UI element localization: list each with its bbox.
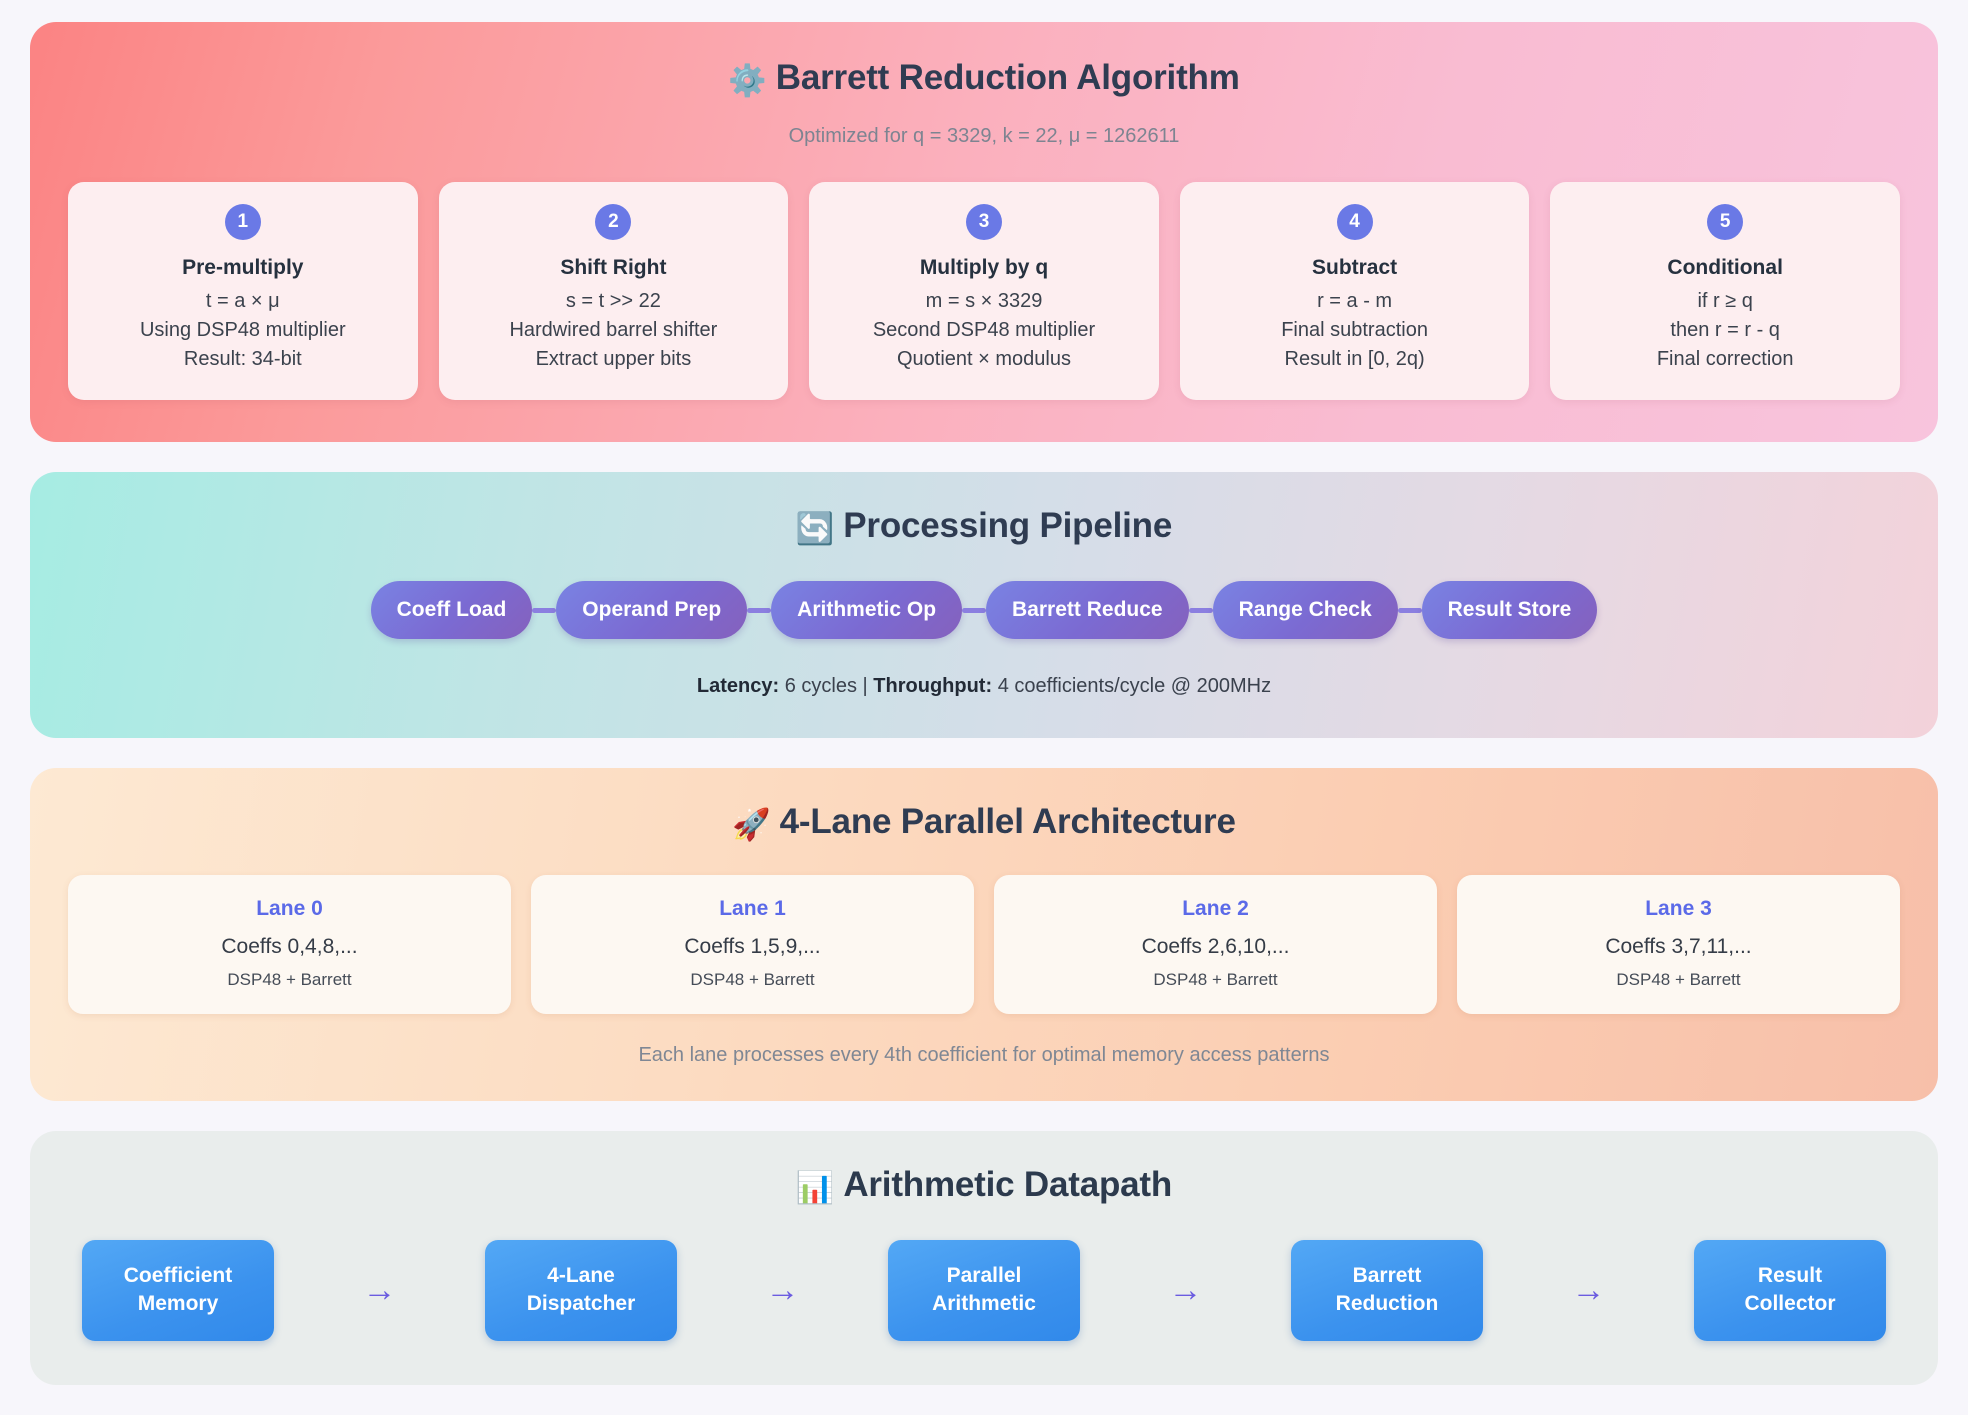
lane-impl: DSP48 + Barrett <box>227 970 352 989</box>
step-formula: t = a × μ <box>205 290 280 312</box>
datapath-block-coefficient-memory[interactable]: Coefficient Memory <box>82 1240 274 1341</box>
lane-coeffs: Coeffs 0,4,8,... <box>221 935 358 958</box>
lane-name: Lane 3 <box>1645 897 1712 920</box>
step-formula: s = t >> 22 <box>565 290 661 312</box>
step-note: Extract upper bits <box>535 348 692 370</box>
lane-footer-note: Each lane processes every 4th coefficien… <box>638 1044 1330 1066</box>
arithmetic-datapath-section: 📊Arithmetic Datapath Coefficient Memory … <box>30 1131 1938 1385</box>
lane-impl: DSP48 + Barrett <box>1616 970 1741 989</box>
pipeline-stats: Latency: 6 cycles | Throughput: 4 coeffi… <box>68 675 1900 698</box>
step-number-badge: 4 <box>1336 204 1373 240</box>
pipeline-section-title: 🔄Processing Pipeline <box>68 506 1900 547</box>
arrow-right-icon: → <box>362 1271 397 1310</box>
step-name: Subtract <box>1311 256 1398 279</box>
step-detail: Using DSP48 multiplier <box>139 319 346 341</box>
datapath-block-4-lane-dispatcher[interactable]: 4-Lane Dispatcher <box>485 1240 677 1341</box>
pipeline-stage-result-store[interactable]: Result Store <box>1421 581 1598 639</box>
lane-impl: DSP48 + Barrett <box>690 970 815 989</box>
lane-card-1[interactable]: Lane 1 Coeffs 1,5,9,... DSP48 + Barrett <box>531 875 974 1014</box>
pipeline-stage-coeff-load[interactable]: Coeff Load <box>370 581 533 639</box>
lane-card-2[interactable]: Lane 2 Coeffs 2,6,10,... DSP48 + Barrett <box>994 875 1437 1014</box>
gear-icon: ⚙️ <box>728 63 767 98</box>
step-detail: Second DSP48 multiplier <box>872 319 1096 341</box>
lanes-section-title: 🚀4-Lane Parallel Architecture <box>68 802 1900 843</box>
lane-name: Lane 1 <box>719 897 786 920</box>
step-number-badge: 5 <box>1707 204 1744 240</box>
pipeline-stage-row: Coeff Load Operand Prep Arithmetic Op Ba… <box>68 581 1900 639</box>
datapath-section-title: 📊Arithmetic Datapath <box>68 1165 1900 1206</box>
step-formula: m = s × 3329 <box>925 290 1043 312</box>
step-card-1[interactable]: 1 Pre-multiply t = a × μ Using DSP48 mul… <box>68 182 418 400</box>
processing-pipeline-section: 🔄Processing Pipeline Coeff Load Operand … <box>30 472 1938 738</box>
stats-separator: | <box>862 675 868 697</box>
step-name: Multiply by q <box>919 256 1049 279</box>
datapath-block-row: Coefficient Memory → 4-Lane Dispatcher →… <box>68 1240 1900 1341</box>
rocket-icon: 🚀 <box>732 807 771 842</box>
datapath-block-parallel-arithmetic[interactable]: Parallel Arithmetic <box>888 1240 1080 1341</box>
pipeline-connector-icon <box>1188 607 1213 613</box>
step-detail: Hardwired barrel shifter <box>509 319 718 341</box>
step-number-badge: 2 <box>595 204 632 240</box>
step-formula: r = a - m <box>1317 290 1393 312</box>
pipeline-connector-icon <box>747 607 772 613</box>
step-formula: if r ≥ q <box>1697 290 1753 312</box>
step-card-5[interactable]: 5 Conditional if r ≥ q then r = r - q Fi… <box>1550 182 1900 400</box>
step-number-badge: 1 <box>224 204 261 240</box>
barrett-title-text: Barrett Reduction Algorithm <box>775 58 1240 97</box>
pipeline-connector-icon <box>1397 607 1422 613</box>
datapath-title-text: Arithmetic Datapath <box>843 1165 1173 1204</box>
step-card-2[interactable]: 2 Shift Right s = t >> 22 Hardwired barr… <box>438 182 789 400</box>
step-card-4[interactable]: 4 Subtract r = a - m Final subtraction R… <box>1179 182 1530 400</box>
step-note: Result in [0, 2q) <box>1284 348 1425 370</box>
step-name: Shift Right <box>560 256 667 279</box>
pipeline-stage-arithmetic-op[interactable]: Arithmetic Op <box>771 581 963 639</box>
step-name: Conditional <box>1667 256 1783 279</box>
lane-coeffs: Coeffs 2,6,10,... <box>1141 935 1290 958</box>
step-name: Pre-multiply <box>182 256 304 279</box>
arrow-right-icon: → <box>1168 1271 1203 1310</box>
barrett-steps-row: 1 Pre-multiply t = a × μ Using DSP48 mul… <box>68 182 1900 400</box>
barrett-subtitle: Optimized for q = 3329, k = 22, μ = 1262… <box>788 125 1180 147</box>
barrett-section-title: ⚙️Barrett Reduction Algorithm <box>68 58 1900 99</box>
datapath-block-result-collector[interactable]: Result Collector <box>1694 1240 1886 1341</box>
throughput-value: 4 coefficients/cycle @ 200MHz <box>992 675 1272 697</box>
lane-coeffs: Coeffs 1,5,9,... <box>684 935 821 958</box>
step-detail: then r = r - q <box>1670 319 1780 341</box>
pipeline-stage-range-check[interactable]: Range Check <box>1212 581 1398 639</box>
latency-value: 6 cycles <box>779 675 863 697</box>
lane-cards-row: Lane 0 Coeffs 0,4,8,... DSP48 + Barrett … <box>68 875 1900 1014</box>
barrett-reduction-section: ⚙️Barrett Reduction Algorithm Optimized … <box>30 22 1938 442</box>
pipeline-stage-operand-prep[interactable]: Operand Prep <box>556 581 748 639</box>
pipeline-stage-barrett-reduce[interactable]: Barrett Reduce <box>986 581 1189 639</box>
step-card-3[interactable]: 3 Multiply by q m = s × 3329 Second DSP4… <box>809 182 1159 400</box>
step-note: Final correction <box>1656 348 1794 370</box>
pipeline-title-text: Processing Pipeline <box>843 506 1173 545</box>
arrow-right-icon: → <box>1571 1271 1606 1310</box>
lanes-title-text: 4-Lane Parallel Architecture <box>779 802 1236 841</box>
lane-impl: DSP48 + Barrett <box>1153 970 1278 989</box>
step-note: Result: 34-bit <box>183 348 302 370</box>
refresh-icon: 🔄 <box>795 511 835 546</box>
lane-architecture-section: 🚀4-Lane Parallel Architecture Lane 0 Coe… <box>30 768 1938 1101</box>
step-note: Quotient × modulus <box>896 348 1071 370</box>
throughput-label: Throughput: <box>867 675 993 697</box>
bar-chart-icon: 📊 <box>795 1170 835 1205</box>
arrow-right-icon: → <box>765 1271 800 1310</box>
lane-name: Lane 2 <box>1182 897 1249 920</box>
step-detail: Final subtraction <box>1281 319 1428 341</box>
lane-card-0[interactable]: Lane 0 Coeffs 0,4,8,... DSP48 + Barrett <box>68 875 511 1014</box>
lane-card-3[interactable]: Lane 3 Coeffs 3,7,11,... DSP48 + Barrett <box>1457 875 1900 1014</box>
lane-name: Lane 0 <box>256 897 323 920</box>
latency-label: Latency: <box>696 675 780 697</box>
lane-coeffs: Coeffs 3,7,11,... <box>1605 935 1752 958</box>
step-number-badge: 3 <box>965 204 1002 240</box>
pipeline-connector-icon <box>532 607 557 613</box>
datapath-block-barrett-reduction[interactable]: Barrett Reduction <box>1291 1240 1483 1341</box>
pipeline-connector-icon <box>962 607 987 613</box>
